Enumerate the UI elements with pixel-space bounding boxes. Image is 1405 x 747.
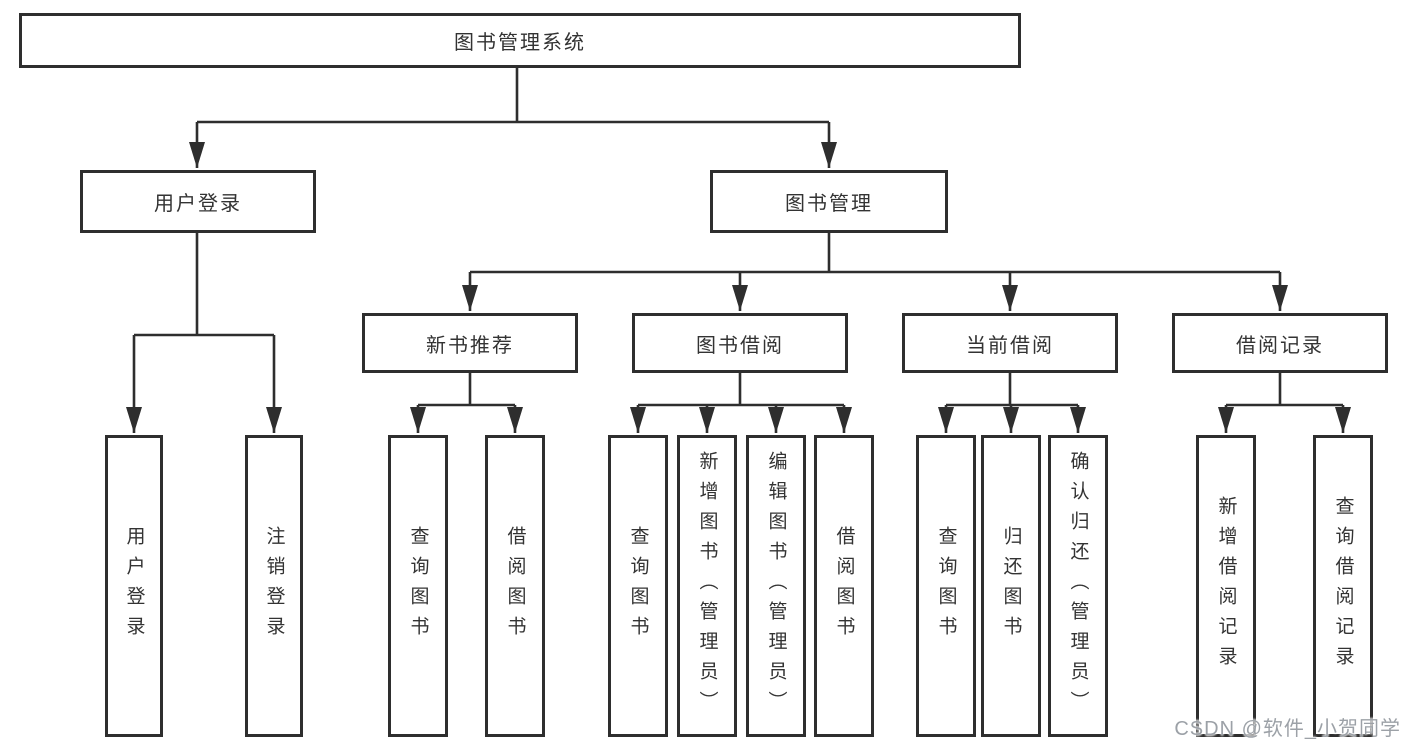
leaf-bb-borrow-book: 借阅图书 [814,435,874,737]
leaf-bb-add-book: 新增图书（管理员） [677,435,737,737]
leaf-cb-return-book-label: 归还图书 [1000,526,1022,646]
leaf-logout: 注销登录 [245,435,303,737]
leaf-rec-borrow-book: 借阅图书 [485,435,545,737]
leaf-logout-label: 注销登录 [263,526,285,646]
node-user-login: 用户登录 [80,170,316,233]
leaf-br-add-record: 新增借阅记录 [1196,435,1256,737]
leaf-cb-confirm-return-label: 确认归还（管理员） [1067,451,1089,721]
leaf-rec-query-book: 查询图书 [388,435,448,737]
leaf-bb-add-book-label: 新增图书（管理员） [696,451,718,721]
node-borrow-records: 借阅记录 [1172,313,1388,373]
node-book-borrow-label: 图书借阅 [696,334,784,357]
node-user-login-label: 用户登录 [154,193,242,215]
leaf-rec-query-book-label: 查询图书 [407,526,429,646]
node-new-book-rec: 新书推荐 [362,313,578,373]
node-current-borrow-label: 当前借阅 [966,334,1054,357]
leaf-cb-query-book: 查询图书 [916,435,976,737]
leaf-bb-edit-book: 编辑图书（管理员） [746,435,806,737]
leaf-bb-edit-book-label: 编辑图书（管理员） [765,451,787,721]
node-book-borrow: 图书借阅 [632,313,848,373]
leaf-rec-borrow-book-label: 借阅图书 [504,526,526,646]
leaf-cb-confirm-return: 确认归还（管理员） [1048,435,1108,737]
leaf-cb-return-book: 归还图书 [981,435,1041,737]
leaf-br-query-record-label: 查询借阅记录 [1332,496,1354,676]
leaf-user-login: 用户登录 [105,435,163,737]
leaf-bb-query-book: 查询图书 [608,435,668,737]
node-book-mgmt-label: 图书管理 [785,193,873,215]
leaf-user-login-label: 用户登录 [123,526,145,646]
node-book-mgmt: 图书管理 [710,170,948,233]
leaf-br-query-record: 查询借阅记录 [1313,435,1373,737]
leaf-cb-query-book-label: 查询图书 [935,526,957,646]
leaf-bb-query-book-label: 查询图书 [627,526,649,646]
node-current-borrow: 当前借阅 [902,313,1118,373]
node-root: 图书管理系统 [19,13,1021,68]
node-borrow-records-label: 借阅记录 [1236,334,1324,357]
watermark: CSDN @软件_小贺同学 [1174,718,1401,740]
leaf-bb-borrow-book-label: 借阅图书 [833,526,855,646]
leaf-br-add-record-label: 新增借阅记录 [1215,496,1237,676]
node-new-book-rec-label: 新书推荐 [426,334,514,357]
node-root-label: 图书管理系统 [454,32,586,54]
